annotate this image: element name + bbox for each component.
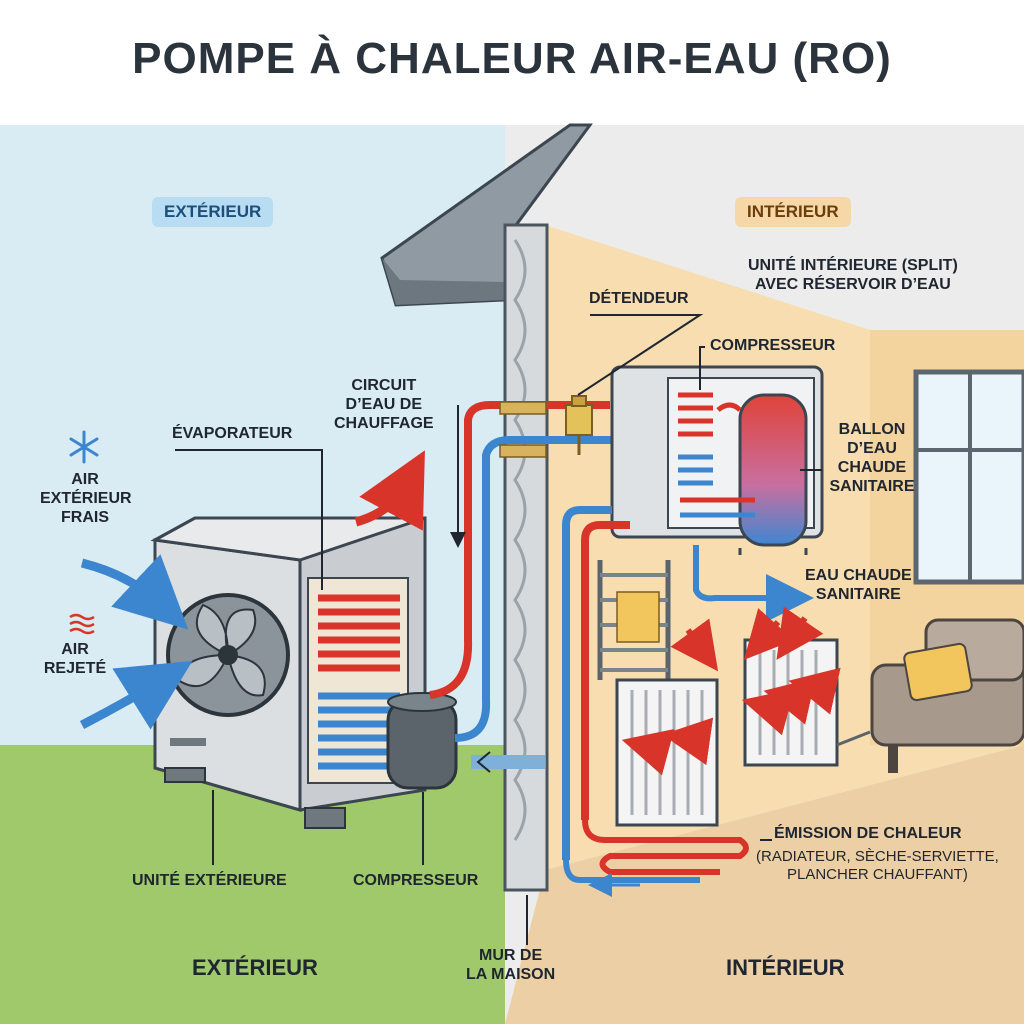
floor-heating	[582, 819, 749, 875]
outdoor-compressor	[386, 692, 458, 790]
air-out-arrow	[79, 660, 193, 730]
page-title: POMPE À CHALEUR AIR-EAU (RO)	[132, 34, 892, 83]
indoor-unit	[610, 365, 824, 555]
hot-pipe-out	[429, 401, 610, 699]
footer-interieur: INTÉRIEUR	[726, 955, 845, 980]
label-unite-interieure: UNITÉ INTÉRIEURE (SPLIT)AVEC RÉSERVOIR D…	[748, 257, 958, 293]
heat-waves-icon	[69, 613, 95, 635]
evaporator-coils	[318, 594, 400, 770]
air-in-arrow	[80, 554, 189, 630]
hot-pipe-in	[581, 521, 630, 820]
leader-lines	[175, 314, 822, 945]
dhw-pipe	[693, 545, 814, 622]
inside-zone-badge: INTÉRIEUR	[735, 197, 851, 227]
footer-exterieur: EXTÉRIEUR	[192, 955, 318, 980]
radiator-2	[743, 638, 839, 767]
snowflake-icon	[69, 430, 99, 464]
warm-arrow	[354, 450, 425, 531]
cold-pipe-in	[562, 506, 612, 860]
label-detendeur: DÉTENDEUR	[589, 290, 689, 307]
floor	[505, 745, 1024, 1024]
label-compresseur-ext: COMPRESSEUR	[353, 872, 479, 889]
cold-pipe-out	[454, 436, 630, 742]
outdoor-unit	[150, 516, 427, 829]
title-band	[0, 0, 1024, 125]
label-evaporateur: ÉVAPORATEUR	[172, 425, 293, 442]
label-unite-exterieure: UNITÉ EXTÉRIEURE	[132, 872, 287, 889]
expansion-valve	[565, 395, 593, 455]
radiator-1	[615, 678, 719, 827]
towel-rail	[597, 560, 671, 680]
heat-arrows	[621, 606, 841, 776]
water-tank	[738, 393, 808, 547]
label-emission-detail: (RADIATEUR, SÈCHE-SERVIETTE,PLANCHER CHA…	[756, 848, 999, 883]
label-compresseur-int: COMPRESSEUR	[710, 337, 836, 354]
label-emission-title: ÉMISSION DE CHALEUR	[774, 825, 962, 842]
outside-zone-badge: EXTÉRIEUR	[152, 197, 274, 227]
